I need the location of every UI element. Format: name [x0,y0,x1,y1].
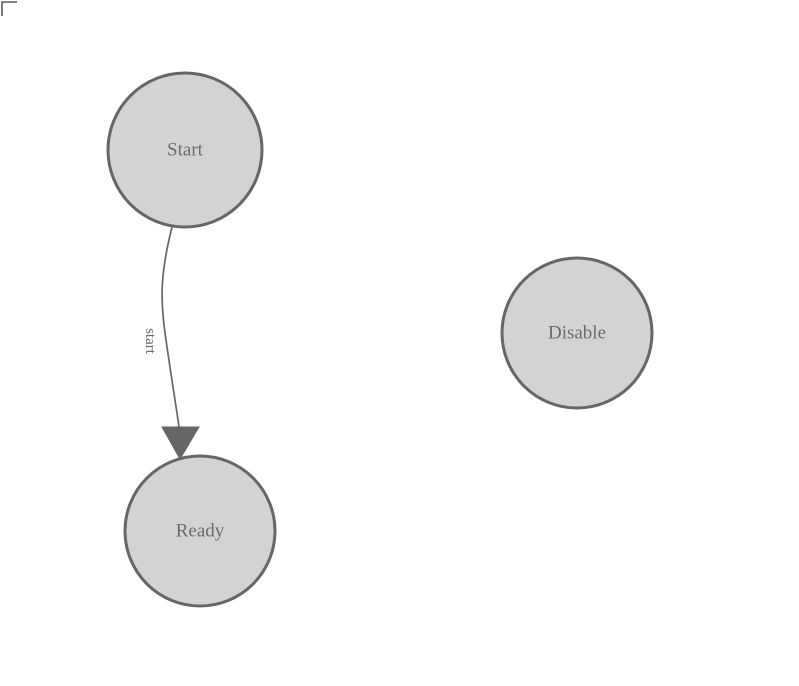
node-start-label: Start [167,140,204,161]
node-ready-label: Ready [176,521,225,542]
edge-start-to-ready[interactable]: start [142,226,200,460]
node-disable[interactable]: Disable [500,256,654,410]
arrowhead-icon [161,426,200,460]
node-disable-label: Disable [548,323,606,344]
corner-bracket-icon [1,1,17,16]
node-ready[interactable]: Ready [123,454,277,608]
edge-label-start: start [142,328,158,355]
node-disable-shape [500,256,654,410]
node-ready-shape [123,454,277,608]
node-start[interactable]: Start [106,71,264,229]
node-start-shape [106,71,264,229]
edge-path [161,226,181,435]
